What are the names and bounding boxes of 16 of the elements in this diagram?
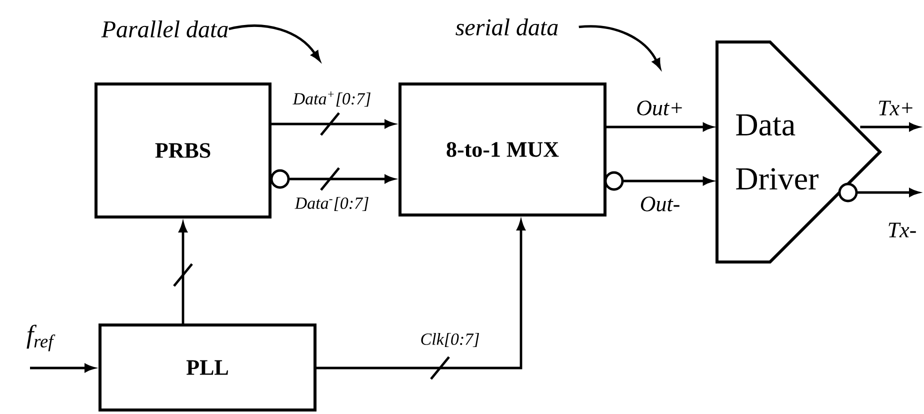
- block-box: 8-to-1 MUX: [398, 82, 606, 216]
- leader-line: [578, 25, 661, 69]
- leader-line: [228, 24, 320, 61]
- signal-label: Tx-: [888, 222, 916, 238]
- signal-label: Data$^{+}$[0:7]: [292, 91, 370, 107]
- annotation-text: Parallel data: [101, 20, 228, 38]
- block-box: PRBS: [94, 82, 272, 218]
- signal-label: Out-: [640, 196, 680, 212]
- signal-label: Data$^{-}$[0:7]: [294, 196, 368, 212]
- annotation-text: serial data: [456, 18, 558, 36]
- signal-label: f$_{ref}$: [26, 324, 56, 352]
- signal-label: Clk[0:7]: [421, 332, 479, 348]
- signal-arrow: [604, 171, 713, 191]
- signal-arrow: [606, 122, 713, 132]
- block-box: PLL: [98, 324, 316, 412]
- signal-label: Out+: [637, 100, 682, 116]
